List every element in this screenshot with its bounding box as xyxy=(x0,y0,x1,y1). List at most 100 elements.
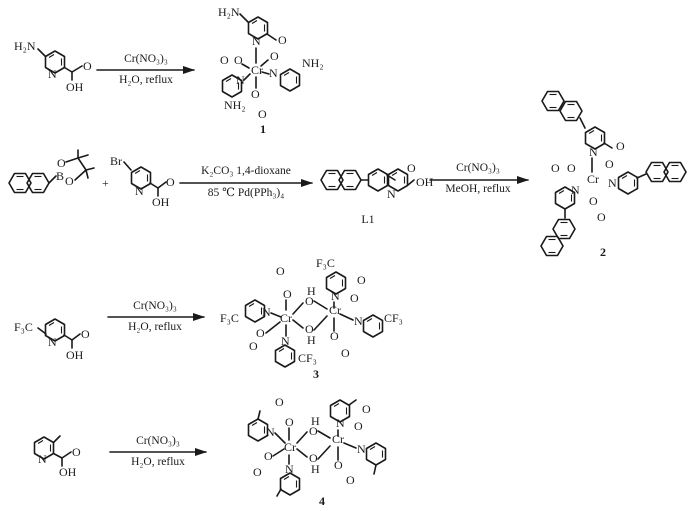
atom-label: O xyxy=(346,473,355,487)
atom-label: H₂N xyxy=(218,5,240,19)
atom-label: N xyxy=(357,442,366,456)
atom-label: O xyxy=(616,139,625,153)
atom-label: O xyxy=(407,161,416,175)
atom-label: OH xyxy=(59,465,77,479)
atom-label: N xyxy=(236,73,245,87)
atom-label: O xyxy=(305,322,314,336)
complex-4: Cr Cr O H O H N O O O O N N xyxy=(247,395,387,508)
complex-1: Cr H₂N N O O O O N NH₂ N NH₂ O O 1 xyxy=(218,5,324,136)
atom-label: OH xyxy=(66,80,84,94)
atom-label: O xyxy=(605,157,614,171)
atom-label: N xyxy=(387,187,396,201)
condition-solvent: 85 ℃ Pd(PPh₃)₄ xyxy=(208,187,284,199)
atom-label: O xyxy=(264,449,273,463)
metal-center: Cr xyxy=(329,303,341,317)
atom-label: O xyxy=(65,174,74,188)
ligand-L1: N O OH L1 xyxy=(320,161,434,226)
reactant-naphthylboronate: B O O xyxy=(8,149,95,194)
metal-center: Cr xyxy=(284,440,296,454)
reactant-3-methylpicolinic-acid: N O OH xyxy=(33,435,81,479)
plus-sign: + xyxy=(102,176,109,190)
compound-label: 3 xyxy=(313,367,319,381)
complex-3: Cr Cr O H O H N F₃C O O O O N CF₃ F₃C xyxy=(220,256,403,381)
atom-label: H xyxy=(307,284,316,298)
atom-label: O xyxy=(341,346,350,360)
atom-label: N xyxy=(336,416,345,430)
condition-solvent: H₂O, reflux xyxy=(119,74,173,86)
atom-label: O xyxy=(166,175,175,189)
reaction-arrow-1: Cr(NO₃)₃ H₂O, reflux xyxy=(96,53,195,86)
atom-label: O xyxy=(309,424,318,438)
atom-label: O xyxy=(283,287,292,301)
atom-label: N xyxy=(135,184,144,198)
atom-label: O xyxy=(309,451,318,465)
atom-label: O xyxy=(354,419,363,433)
atom-label: O xyxy=(253,465,262,479)
atom-label: O xyxy=(270,49,279,63)
condition-solvent: H₂O, reflux xyxy=(128,321,182,333)
complex-2: N O O Cr O O N N O O 2 xyxy=(540,90,687,259)
atom-label: O xyxy=(249,339,258,353)
atom-label: N xyxy=(38,452,47,466)
atom-label: N xyxy=(266,425,275,439)
atom-label: O xyxy=(334,458,343,472)
atom-label: N xyxy=(285,462,294,476)
condition-reagent: Cr(NO₃)₃ xyxy=(456,162,500,174)
atom-label: O xyxy=(57,156,66,170)
atom-label: F₃C xyxy=(14,320,33,334)
condition-reagent: Cr(NO₃)₃ xyxy=(124,53,168,65)
atom-label: O xyxy=(305,294,314,308)
compound-label: L1 xyxy=(361,212,374,226)
reaction-arrow-4: Cr(NO₃)₃ H₂O, reflux xyxy=(109,435,207,468)
condition-solvent: H₂O, reflux xyxy=(131,456,185,468)
reaction-arrow-2b: Cr(NO₃)₃ MeOH, reflux xyxy=(429,162,529,195)
atom-label: O xyxy=(597,210,606,224)
condition-reagent: Cr(NO₃)₃ xyxy=(133,300,177,312)
atom-label: N xyxy=(571,183,580,197)
atom-label: N xyxy=(281,334,290,348)
condition-reagent: Cr(NO₃)₃ xyxy=(136,435,180,447)
reactant-5-aminopicolinic-acid: H₂N O OH N xyxy=(14,39,92,94)
atom-label: O xyxy=(278,33,287,47)
atom-label: N xyxy=(262,305,271,319)
atom-label: O xyxy=(258,107,267,121)
atom-label: O xyxy=(276,264,285,278)
atom-label: CF₃ xyxy=(384,311,403,325)
atom-label: B xyxy=(56,169,64,183)
atom-label: O xyxy=(234,53,243,67)
atom-label: NH₂ xyxy=(224,98,246,112)
atom-label: O xyxy=(83,59,92,73)
metal-center: Cr xyxy=(332,432,344,446)
atom-label: N xyxy=(48,335,57,349)
metal-center: Cr xyxy=(587,172,599,186)
atom-label: O xyxy=(567,161,576,175)
atom-label: O xyxy=(256,326,265,340)
condition-reagent: K₂CO₃ 1,4-dioxane xyxy=(201,165,291,177)
atom-label: O xyxy=(350,291,359,305)
atom-label: H xyxy=(307,333,316,347)
metal-center: Cr xyxy=(251,63,263,77)
metal-center: Cr xyxy=(280,311,292,325)
reactant-5-bromopicolinic-acid: Br N O OH xyxy=(110,154,175,209)
reaction-1: H₂N O OH N Cr(NO₃)₃ H₂O, reflux Cr H₂N N… xyxy=(14,5,324,136)
atom-label: O xyxy=(251,87,260,101)
atom-label: N xyxy=(354,314,363,328)
atom-label: N xyxy=(331,289,340,303)
atom-label: NH₂ xyxy=(302,56,324,70)
atom-label: N xyxy=(269,66,278,80)
reaction-2: B O O + Br N O OH K₂CO₃ 1,4-dioxane 85 ℃… xyxy=(8,90,687,259)
atom-label: OH xyxy=(152,195,170,209)
reaction-4: N O OH Cr(NO₃)₃ H₂O, reflux Cr Cr O H O … xyxy=(33,395,387,508)
reaction-3: F₃C N O OH Cr(NO₃)₃ H₂O, reflux Cr Cr O … xyxy=(14,256,403,381)
atom-label: O xyxy=(362,402,371,416)
atom-label: Br xyxy=(110,154,122,168)
reaction-arrow-2a: K₂CO₃ 1,4-dioxane 85 ℃ Pd(PPh₃)₄ xyxy=(179,165,313,199)
atom-label: N xyxy=(48,67,57,81)
atom-label: O xyxy=(589,194,598,208)
compound-label: 1 xyxy=(260,122,266,136)
condition-solvent: MeOH, reflux xyxy=(445,183,510,195)
atom-label: F₃C xyxy=(316,256,335,270)
reactant-5-trifluoromethylpicolinic-acid: F₃C N O OH xyxy=(14,318,90,362)
atom-label: O xyxy=(330,329,339,343)
